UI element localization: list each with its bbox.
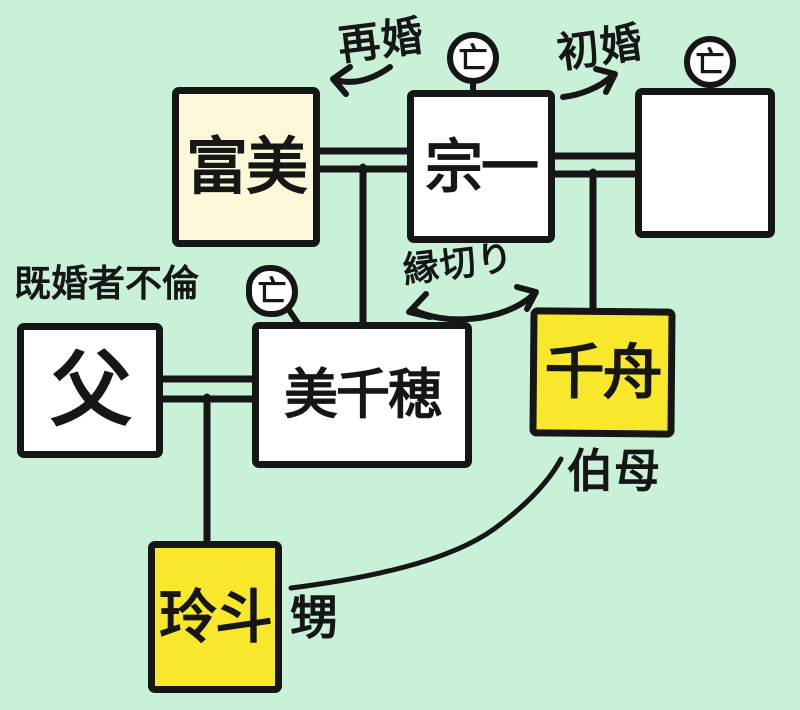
deceased-mark-icon: 亡 — [246, 265, 298, 317]
aunt-nephew-curve — [288, 456, 564, 591]
annotation-aunt: 伯母 — [567, 444, 661, 498]
deceased-mark-glyph: 亡 — [695, 44, 725, 79]
box-reito-label: 玲斗 — [158, 583, 273, 651]
annotation-first-marriage: 初婚 — [553, 17, 646, 78]
disown-arrow — [406, 284, 539, 323]
box-fumi-label: 富美 — [185, 130, 308, 203]
box-chifune-label: 千舟 — [544, 336, 661, 409]
box-michiho-label: 美千穂 — [284, 363, 442, 426]
annotation-nephew: 甥 — [290, 590, 340, 646]
deceased-mark-icon: 亡 — [447, 32, 499, 84]
deceased-mark-glyph: 亡 — [257, 273, 287, 308]
deceased-mark-icon: 亡 — [684, 36, 736, 88]
box-soichi-label: 宗一 — [424, 132, 539, 201]
box-first-wife — [635, 88, 775, 238]
box-reito: 玲斗 — [148, 541, 282, 693]
first-marriage-arrow — [560, 66, 618, 100]
annotation-remarriage: 再婚 — [335, 10, 427, 71]
box-soichi: 宗一 — [407, 90, 555, 243]
box-fumi: 富美 — [172, 87, 320, 247]
remarriage-arrow — [330, 64, 393, 97]
box-father: 父 — [17, 323, 163, 458]
deceased-mark-glyph: 亡 — [458, 40, 488, 75]
annotation-married-affair: 既婚者不倫 — [14, 262, 199, 305]
box-chifune: 千舟 — [529, 307, 676, 438]
box-father-label: 父 — [49, 342, 132, 438]
box-michiho: 美千穂 — [252, 322, 472, 468]
